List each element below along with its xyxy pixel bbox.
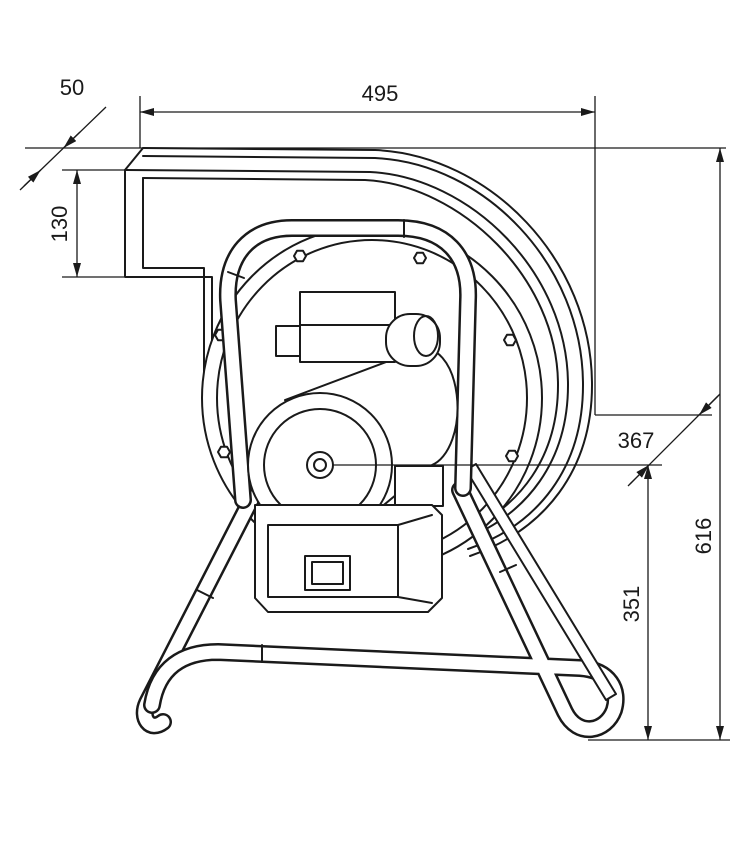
tube-joint (499, 564, 517, 573)
dimension-label-outlet-height: 130 (47, 206, 72, 243)
dimension-arrow-offset-a (698, 395, 719, 416)
base-rail-fill (145, 483, 623, 736)
dimension-label-overall-height: 616 (691, 518, 716, 555)
outlet-outer (124, 169, 213, 361)
dimension-label-width: 495 (362, 81, 399, 106)
housing-edge-3 (124, 169, 569, 541)
motor-mount-block (394, 465, 444, 507)
switch-box-side-edge (397, 514, 433, 526)
switch-box-side-edge (397, 596, 433, 604)
tube-joint (196, 589, 214, 599)
dimension-arrow-offset-b (629, 464, 650, 485)
housing-edge-2 (142, 155, 584, 550)
bolt-icon (413, 251, 427, 265)
dimension-label-offset: 367 (618, 428, 655, 453)
frame-tube-fill (221, 221, 475, 507)
motor-shaft (306, 451, 334, 479)
bolt-icon (503, 333, 517, 347)
dimension-label-flange: 50 (60, 75, 84, 100)
scroll-housing (124, 147, 593, 557)
dimension-arrow-flange-b (23, 169, 42, 187)
dimension-label-shaft-height: 351 (619, 586, 644, 623)
motor-shaft-center (313, 458, 327, 472)
motor-frame (218, 219, 478, 509)
bolt-icon (505, 449, 519, 463)
capacitor-end (413, 315, 439, 357)
housing-outer-edge (142, 147, 593, 557)
bolt-icon (217, 445, 231, 459)
switch-box (254, 504, 443, 613)
stand-legs (135, 463, 625, 738)
outlet-flange-corner (124, 147, 144, 171)
dimension-labels: 495 50 130 367 616 351 (47, 75, 716, 622)
switch-rocker (311, 561, 344, 585)
bolt-icon (293, 249, 307, 263)
dimension-arrow-flange-a (63, 131, 81, 149)
motor-terminal-box (299, 291, 396, 363)
motor (247, 291, 459, 538)
cable-gland (275, 325, 301, 357)
outlet-inner (142, 177, 205, 381)
dimension-lines (19, 96, 730, 741)
capacitor (385, 313, 441, 367)
tube-joint (227, 271, 245, 279)
diagonal-brace-bar (465, 463, 617, 701)
housing-inner-edge (142, 177, 559, 534)
